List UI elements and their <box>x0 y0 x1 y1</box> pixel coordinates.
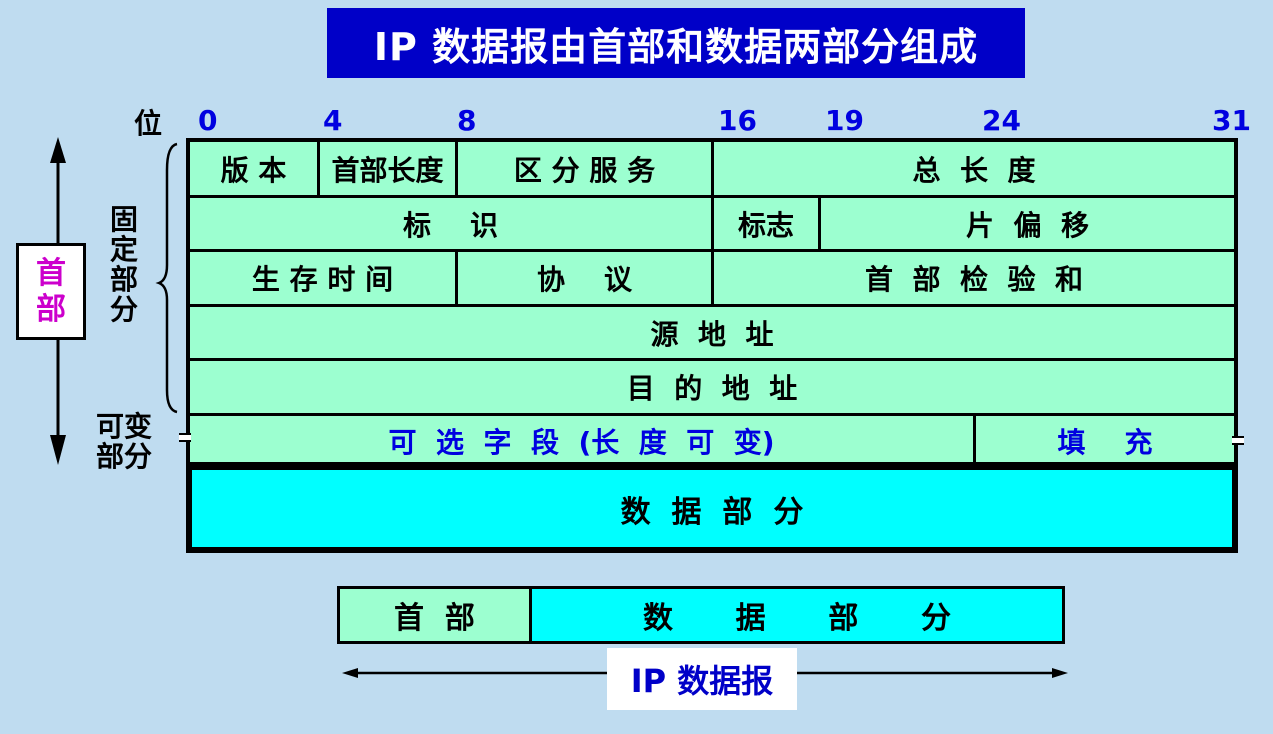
bit-tick-16: 16 <box>718 104 757 137</box>
field-flags: 标志 <box>714 198 821 249</box>
bit-tick-19: 19 <box>825 104 864 137</box>
fixed-part-char-1: 固 <box>110 203 139 236</box>
header-row-1: 版 本 首部长度 区 分 服 务 总 长 度 <box>190 142 1234 198</box>
field-padding: 填 充 <box>1057 426 1153 459</box>
header-row-5: 目 的 地 址 <box>190 361 1234 416</box>
fixed-part-char-3: 部 <box>110 263 139 296</box>
field-destination-address: 目 的 地 址 <box>626 372 798 405</box>
fixed-part-brace-icon <box>155 142 178 414</box>
field-header-checksum: 首 部 检 验 和 <box>865 263 1083 296</box>
variable-part-line-1: 可变 <box>96 410 153 443</box>
fixed-part-char-2: 定 <box>110 233 139 266</box>
header-box-char-2: 部 <box>36 291 66 327</box>
bit-tick-24: 24 <box>982 104 1021 137</box>
header-box-label: 首 部 <box>16 243 86 340</box>
header-span-arrow-icon <box>50 137 66 465</box>
header-row-4: 源 地 址 <box>190 307 1234 361</box>
field-options: 可 选 字 段 (长 度 可 变) <box>190 416 976 466</box>
summary-header-segment: 首 部 <box>340 589 532 641</box>
fixed-part-label: 固 定 部 分 <box>110 205 138 325</box>
field-header-length: 首部长度 <box>320 142 458 195</box>
header-row-2: 标 识 标志 片 偏 移 <box>190 198 1234 252</box>
variable-part-label: 可变 部分 <box>96 412 152 472</box>
summary-data-segment: 数 据 部 分 <box>532 589 1062 641</box>
field-source-address: 源 地 址 <box>650 317 774 351</box>
field-differentiated-services: 区 分 服 务 <box>458 142 714 195</box>
header-fields-grid: 版 本 首部长度 区 分 服 务 总 长 度 标 识 标志 片 偏 移 生 存 … <box>186 138 1238 466</box>
bit-tick-31: 31 <box>1212 104 1251 137</box>
bit-tick-0: 0 <box>198 104 218 137</box>
fixed-part-char-4: 分 <box>110 293 139 326</box>
ip-datagram-label: IP 数据报 <box>607 648 797 710</box>
field-total-length: 总 长 度 <box>912 153 1036 187</box>
header-row-6: 可 选 字 段 (长 度 可 变) 填 充 <box>190 416 1234 466</box>
break-mark-right <box>1232 436 1244 445</box>
break-mark-left <box>179 433 191 442</box>
field-fragment-offset: 片 偏 移 <box>966 208 1089 242</box>
field-version: 版 本 <box>190 142 320 195</box>
bit-tick-8: 8 <box>457 104 477 137</box>
bit-axis-label: 位 <box>134 107 163 140</box>
variable-part-line-2: 部分 <box>96 440 153 473</box>
bit-tick-4: 4 <box>323 104 343 137</box>
field-protocol: 协 议 <box>458 252 714 304</box>
page-title: IP 数据报由首部和数据两部分组成 <box>327 8 1025 78</box>
field-identification: 标 识 <box>190 198 714 249</box>
header-row-3: 生 存 时 间 协 议 首 部 检 验 和 <box>190 252 1234 307</box>
data-section: 数 据 部 分 <box>186 464 1238 553</box>
header-box-char-1: 首 <box>36 255 66 291</box>
field-ttl: 生 存 时 间 <box>190 252 458 304</box>
datagram-summary-bar: 首 部 数 据 部 分 <box>337 586 1065 644</box>
